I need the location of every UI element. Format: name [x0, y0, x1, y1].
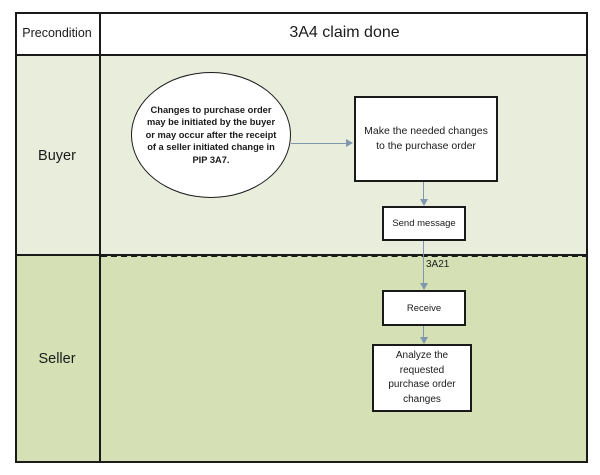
- arrowhead-receive-to-analyze: [420, 337, 428, 344]
- task-receive[interactable]: Receive: [382, 290, 466, 326]
- diagram-frame: [15, 12, 588, 463]
- flow-label-3a21: 3A21: [426, 259, 450, 270]
- lane-label-buyer: Buyer: [15, 56, 101, 256]
- arrowhead-note-to-make: [346, 139, 353, 147]
- task-analyze[interactable]: Analyze the requested purchase order cha…: [372, 344, 472, 412]
- lane-buyer-text: Buyer: [38, 148, 76, 164]
- connector-send-to-receive: [423, 241, 425, 283]
- task-make-changes[interactable]: Make the needed changes to the purchase …: [354, 96, 498, 182]
- task-send-message[interactable]: Send message: [382, 206, 466, 241]
- connector-make-to-send: [423, 182, 425, 199]
- precondition-text: Precondition: [22, 26, 92, 40]
- lane-seller-text: Seller: [38, 350, 76, 367]
- task-send-message-text: Send message: [392, 218, 456, 229]
- connector-note-to-make: [291, 143, 347, 145]
- precondition-label: Precondition: [15, 12, 101, 54]
- diagram-title-text: 3A4 claim done: [289, 24, 400, 41]
- connector-receive-to-analyze: [423, 326, 425, 337]
- note-ellipse[interactable]: Changes to purchase order may be initiat…: [131, 72, 291, 198]
- arrowhead-make-to-send: [420, 199, 428, 206]
- diagram-title: 3A4 claim done: [101, 12, 588, 54]
- task-receive-text: Receive: [406, 302, 442, 314]
- lane-seller: Seller: [15, 256, 588, 461]
- note-ellipse-text: Changes to purchase order may be initiat…: [145, 105, 277, 165]
- task-analyze-text: Analyze the requested purchase order cha…: [388, 350, 456, 405]
- header-row: Precondition 3A4 claim done: [15, 12, 588, 56]
- task-make-changes-text: Make the needed changes to the purchase …: [364, 124, 488, 152]
- dashed-boundary-line: [101, 255, 588, 257]
- arrowhead-send-to-receive: [420, 283, 428, 290]
- lane-label-seller: Seller: [15, 256, 101, 461]
